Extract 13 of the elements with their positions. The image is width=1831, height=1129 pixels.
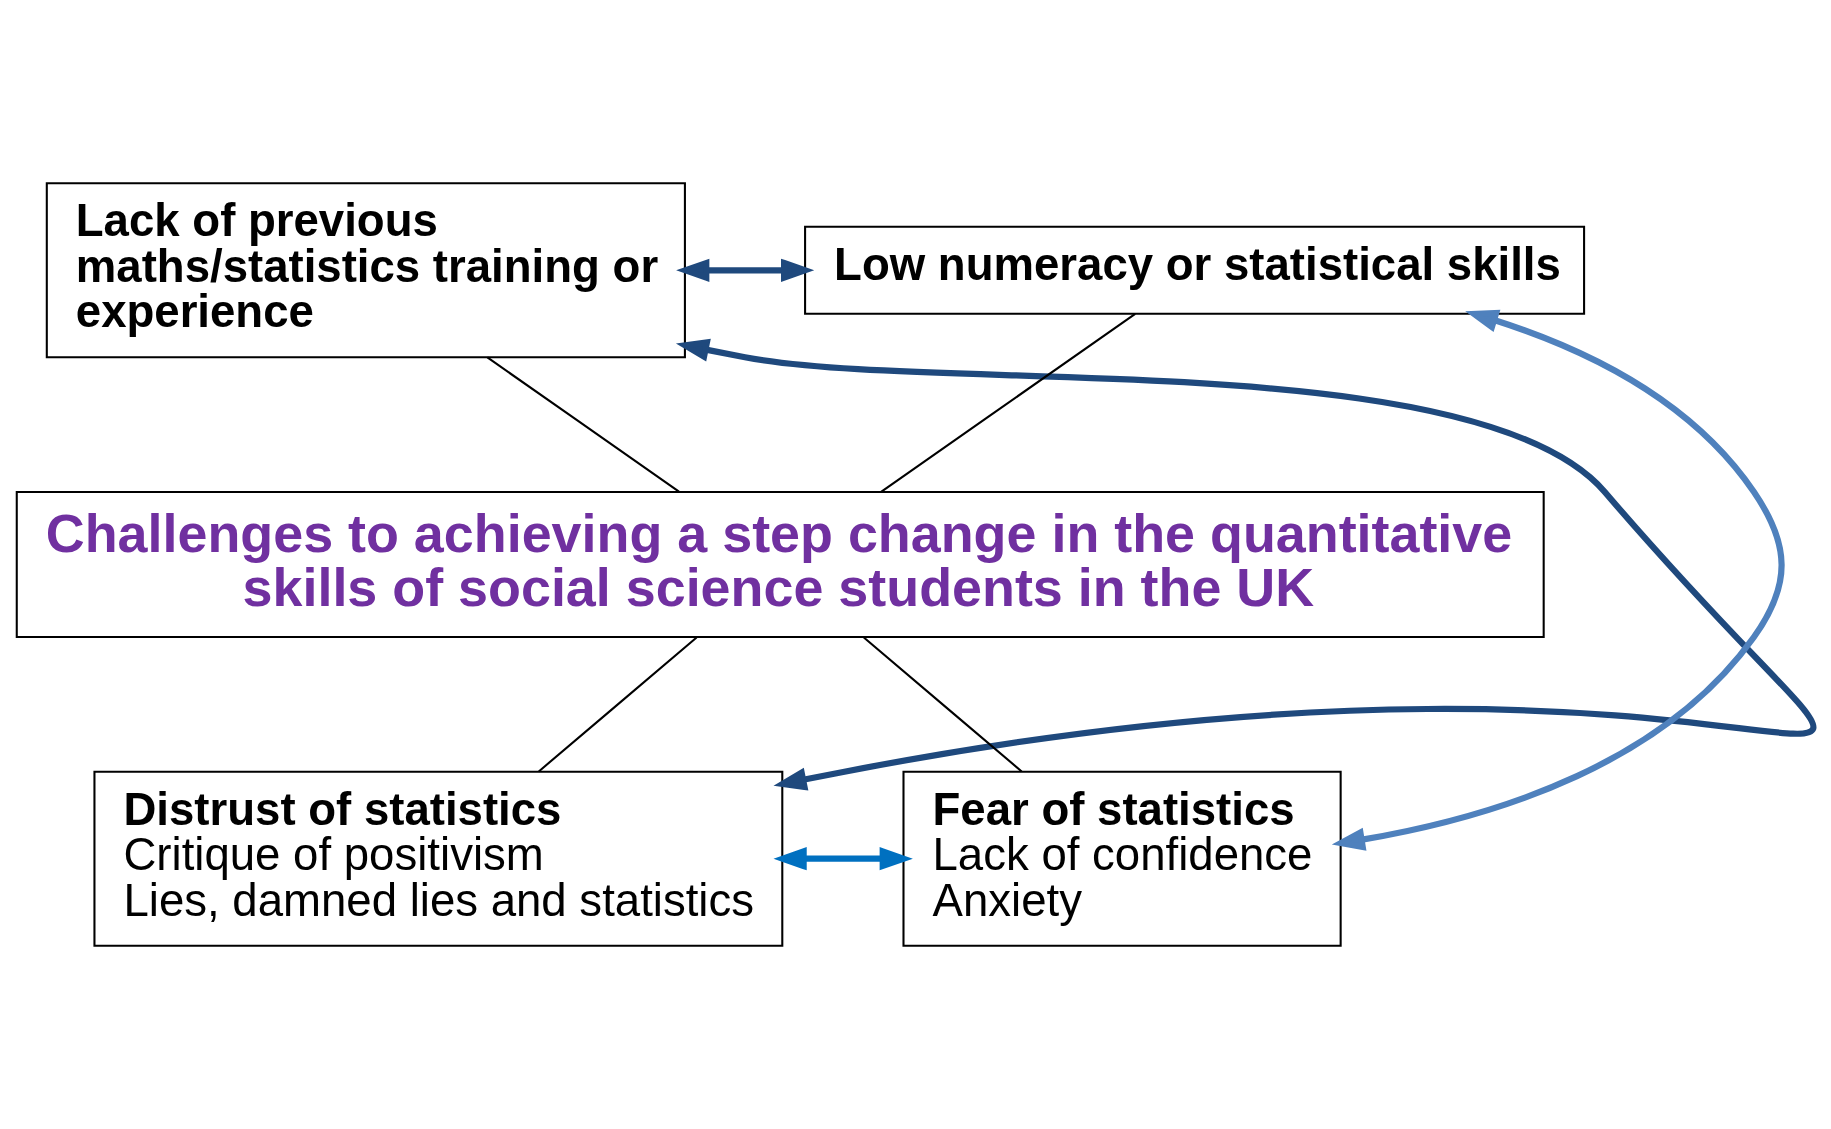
- arrow: [676, 258, 815, 282]
- node-box: Lack of previous maths/statistics training or experience: [45, 182, 686, 359]
- node-box: Distrust of statistics Critique of positivism Lies, damned lies and statistics: [93, 770, 784, 947]
- connector: [880, 313, 1136, 493]
- connector: [863, 636, 1023, 773]
- node-box: Fear of statistics Lack of confidence Anxiety: [902, 770, 1342, 947]
- arrow: [675, 338, 1815, 791]
- arrow: [1331, 309, 1785, 851]
- arrow: [773, 847, 913, 871]
- connector: [538, 636, 698, 773]
- node-box: Challenges to achieving a step change in the quantitative skills of social science students in the UK: [15, 490, 1545, 639]
- connector: [486, 356, 680, 493]
- node-box: Low numeracy or statistical skills: [804, 225, 1586, 315]
